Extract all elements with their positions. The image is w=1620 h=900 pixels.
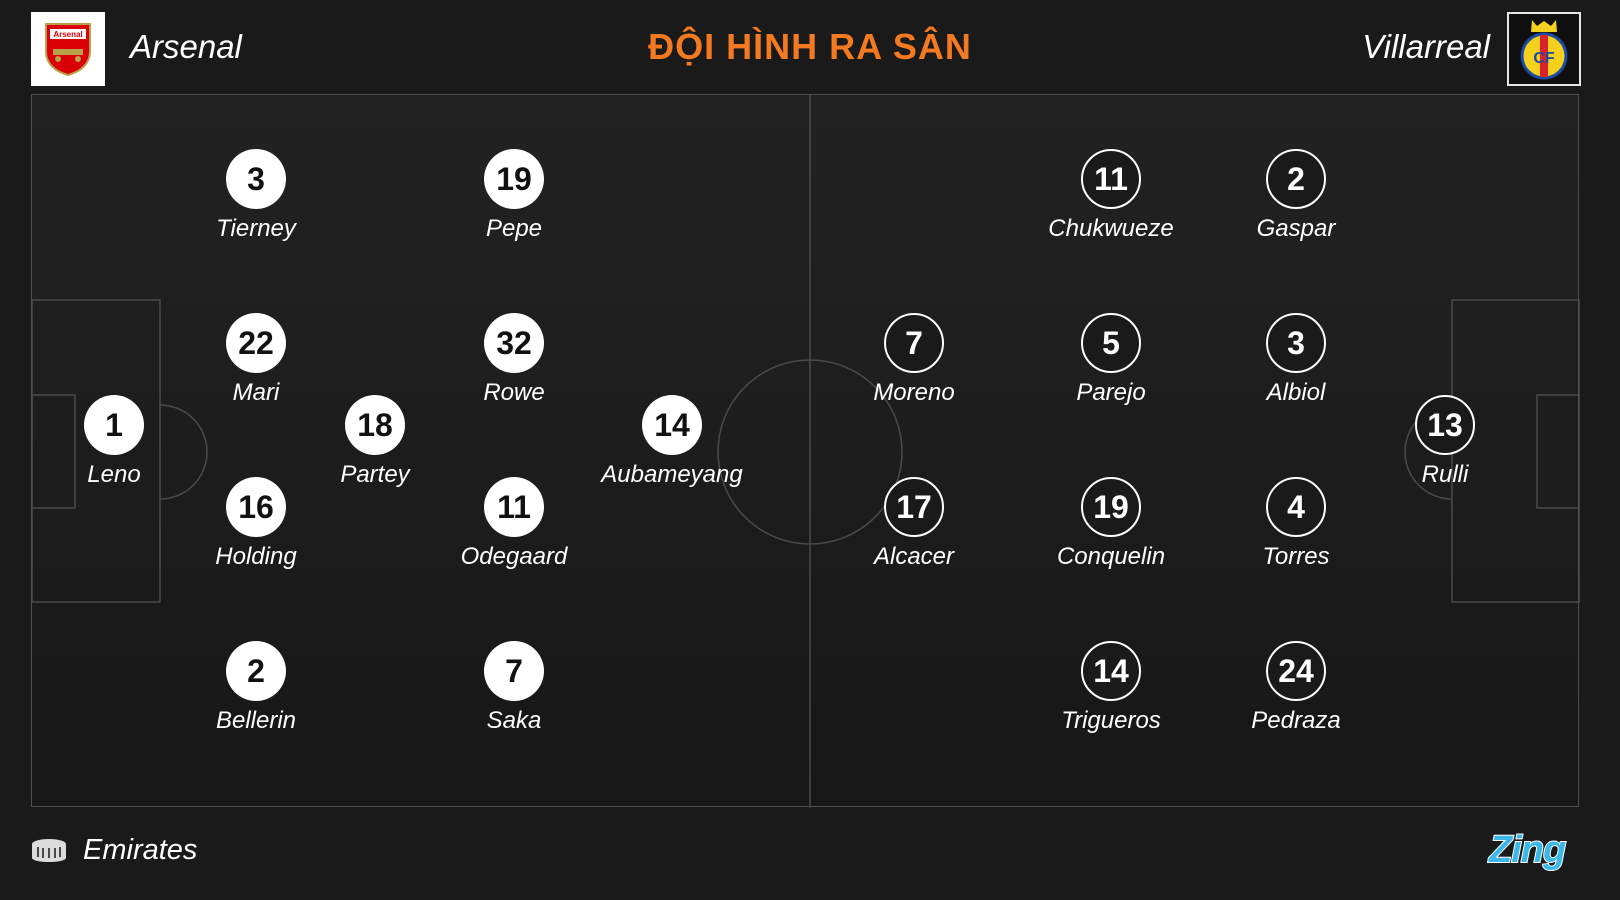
player-name: Holding: [215, 543, 297, 570]
player-name: Tierney: [216, 215, 296, 242]
player-name: Torres: [1262, 543, 1330, 570]
player-name: Odegaard: [460, 543, 568, 570]
player-name: Bellerin: [215, 707, 297, 734]
player-number: 3: [1266, 313, 1326, 373]
player-number: 7: [884, 313, 944, 373]
player-number: 32: [484, 313, 544, 373]
player-name: Chukwueze: [1048, 215, 1174, 242]
player-number: 14: [1081, 641, 1141, 701]
player-number: 5: [1081, 313, 1141, 373]
player-name: Rulli: [1421, 461, 1469, 488]
player-name: Saka: [486, 707, 542, 734]
player-number: 22: [226, 313, 286, 373]
player-name: Pedraza: [1251, 707, 1341, 734]
player-name: Moreno: [873, 379, 955, 406]
player-number: 1: [84, 395, 144, 455]
player-number: 13: [1415, 395, 1475, 455]
player-name: Trigueros: [1061, 707, 1161, 734]
player-name: Aubameyang: [601, 461, 743, 488]
player-name: Parejo: [1076, 379, 1146, 406]
villarreal-crest-icon: CF: [1520, 20, 1568, 80]
villarreal-crest: CF: [1507, 12, 1581, 86]
player-number: 4: [1266, 477, 1326, 537]
player-number: 24: [1266, 641, 1326, 701]
player-name: Pepe: [485, 215, 543, 242]
player-number: 2: [1266, 149, 1326, 209]
player-number: 14: [642, 395, 702, 455]
player-number: 7: [484, 641, 544, 701]
player-name: Partey: [340, 461, 410, 488]
home-team-name: Arsenal: [130, 28, 242, 65]
svg-text:CF: CF: [1533, 50, 1555, 67]
arsenal-crest: Arsenal: [31, 12, 105, 86]
player-name: Albiol: [1266, 379, 1326, 406]
player-number: 19: [1081, 477, 1141, 537]
player-name: Mari: [232, 379, 280, 406]
svg-text:Arsenal: Arsenal: [53, 30, 82, 39]
player-number: 3: [226, 149, 286, 209]
lineup-title: ĐỘI HÌNH RA SÂN: [648, 26, 972, 67]
venue-name: Emirates: [83, 833, 198, 866]
player-name: Gaspar: [1256, 215, 1336, 242]
venue: Emirates: [31, 830, 197, 870]
player-number: 17: [884, 477, 944, 537]
player-name: Conquelin: [1056, 543, 1166, 570]
player-number: 16: [226, 477, 286, 537]
player-name: Rowe: [483, 379, 545, 406]
player-number: 18: [345, 395, 405, 455]
svg-text:Zing: Zing: [1488, 829, 1566, 871]
arsenal-crest-icon: Arsenal: [45, 23, 91, 77]
stadium-icon: [32, 839, 66, 862]
player-name: Alcacer: [873, 543, 955, 570]
player-number: 11: [484, 477, 544, 537]
player-number: 19: [484, 149, 544, 209]
zing-logo-icon: Zing: [1487, 828, 1568, 872]
away-team-name: Villarreal: [1362, 28, 1490, 65]
zing-logo: Zing: [1487, 826, 1583, 886]
player-number: 2: [226, 641, 286, 701]
player-number: 11: [1081, 149, 1141, 209]
player-name: Leno: [87, 461, 141, 488]
